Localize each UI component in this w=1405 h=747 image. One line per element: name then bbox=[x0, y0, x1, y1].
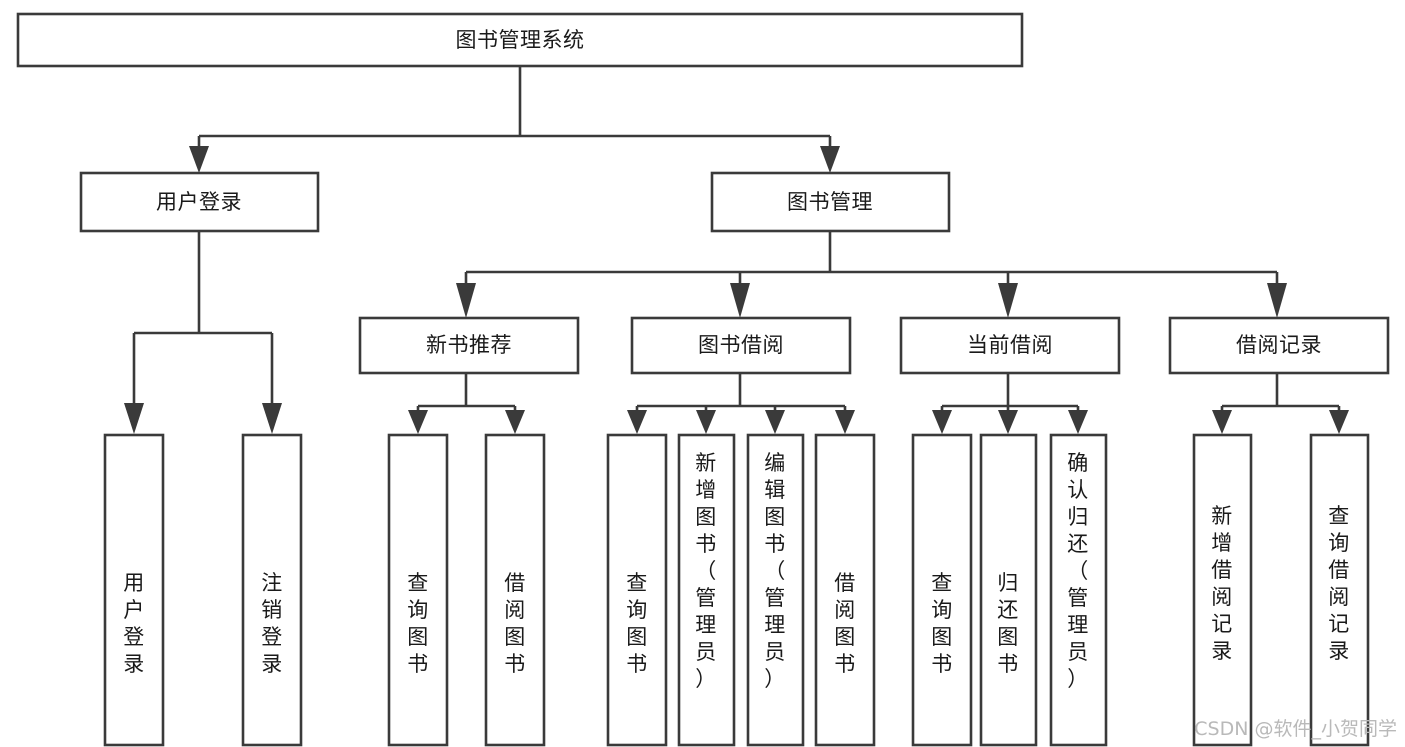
node-current-borrow-label: 当前借阅 bbox=[967, 333, 1053, 357]
node-leaf-borrow-book-1-label: 借阅图书 bbox=[504, 571, 526, 676]
connector-group-current-borrow bbox=[932, 373, 1088, 434]
node-user-login-box[interactable] bbox=[79, 171, 320, 233]
arrow-head-new-book-recommend bbox=[456, 283, 476, 318]
connector-group-borrow-record bbox=[1212, 373, 1349, 434]
arrow-head-book-manage bbox=[820, 146, 840, 173]
node-current-borrow-box[interactable] bbox=[899, 316, 1121, 375]
node-leaf-user-logout-label: 注销登录 bbox=[261, 571, 283, 676]
arrow-head-user-login bbox=[189, 146, 209, 173]
node-leaf-query-book-1[interactable]: 查询图书 bbox=[387, 433, 449, 747]
node-leaf-query-book-3-label: 查询图书 bbox=[931, 571, 953, 676]
node-book-manage-label: 图书管理 bbox=[787, 190, 873, 214]
node-leaf-borrow-book-2-label: 借阅图书 bbox=[834, 571, 856, 676]
node-borrow-record-box[interactable] bbox=[1168, 316, 1390, 375]
arrow-head-leaf-confirm-return bbox=[1068, 410, 1088, 434]
arrow-head-leaf-return-book bbox=[998, 410, 1018, 434]
node-leaf-user-logout[interactable]: 注销登录 bbox=[241, 433, 303, 747]
node-leaf-add-record-box[interactable] bbox=[1192, 433, 1253, 747]
node-leaf-user-login-label: 用户登录 bbox=[123, 571, 145, 676]
node-root-label: 图书管理系统 bbox=[456, 28, 585, 52]
node-leaf-add-book-label: 新增图书（管理员） bbox=[695, 451, 717, 691]
node-leaf-query-book-1-label: 查询图书 bbox=[407, 571, 429, 676]
node-leaf-user-login-box[interactable] bbox=[103, 433, 165, 747]
node-leaf-add-record-label: 新增借阅记录 bbox=[1211, 504, 1233, 663]
node-leaf-edit-book-box[interactable] bbox=[746, 433, 805, 747]
node-leaf-query-book-2[interactable]: 查询图书 bbox=[606, 433, 668, 747]
node-book-borrow-box[interactable] bbox=[630, 316, 852, 375]
node-leaf-add-book[interactable]: 新增图书（管理员） bbox=[677, 433, 736, 747]
node-leaf-add-book-box[interactable] bbox=[677, 433, 736, 747]
connector-group-user-login bbox=[124, 231, 282, 434]
node-leaf-confirm-return-label: 确认归还（管理员） bbox=[1067, 451, 1089, 691]
arrow-head-leaf-edit-book bbox=[765, 410, 785, 434]
node-new-book-recommend[interactable]: 新书推荐 bbox=[358, 316, 580, 375]
connector-group-book-manage bbox=[456, 231, 1287, 318]
node-book-borrow-label: 图书借阅 bbox=[698, 333, 784, 357]
node-user-login-label: 用户登录 bbox=[156, 190, 242, 214]
node-leaf-query-record[interactable]: 查询借阅记录 bbox=[1309, 433, 1370, 747]
node-leaf-query-book-2-box[interactable] bbox=[606, 433, 668, 747]
node-leaf-confirm-return[interactable]: 确认归还（管理员） bbox=[1049, 433, 1108, 747]
arrow-head-leaf-query-record bbox=[1329, 410, 1349, 434]
arrow-head-leaf-add-record bbox=[1212, 410, 1232, 434]
arrow-head-leaf-user-login bbox=[124, 403, 144, 434]
node-leaf-query-record-label: 查询借阅记录 bbox=[1328, 504, 1350, 663]
node-book-manage[interactable]: 图书管理 bbox=[710, 171, 951, 233]
arrow-head-leaf-user-logout bbox=[262, 403, 282, 434]
node-leaf-user-login[interactable]: 用户登录 bbox=[103, 433, 165, 747]
node-new-book-recommend-box[interactable] bbox=[358, 316, 580, 375]
node-leaf-return-book-label: 归还图书 bbox=[997, 571, 1019, 676]
node-current-borrow[interactable]: 当前借阅 bbox=[899, 316, 1121, 375]
node-leaf-query-book-3-box[interactable] bbox=[911, 433, 973, 747]
node-leaf-add-record[interactable]: 新增借阅记录 bbox=[1192, 433, 1253, 747]
arrow-head-leaf-borrow-book-2 bbox=[835, 410, 855, 434]
node-leaf-borrow-book-1[interactable]: 借阅图书 bbox=[484, 433, 546, 747]
arrow-head-book-borrow bbox=[730, 283, 750, 318]
node-root[interactable]: 图书管理系统 bbox=[16, 12, 1024, 68]
node-book-manage-box[interactable] bbox=[710, 171, 951, 233]
node-leaf-user-logout-box[interactable] bbox=[241, 433, 303, 747]
node-leaf-query-record-box[interactable] bbox=[1309, 433, 1370, 747]
node-book-borrow[interactable]: 图书借阅 bbox=[630, 316, 852, 375]
node-leaf-query-book-3[interactable]: 查询图书 bbox=[911, 433, 973, 747]
arrow-head-leaf-query-book-3 bbox=[932, 410, 952, 434]
connector-group-book-borrow bbox=[627, 373, 855, 434]
node-leaf-edit-book[interactable]: 编辑图书（管理员） bbox=[746, 433, 805, 747]
arrow-head-leaf-query-book-2 bbox=[627, 410, 647, 434]
node-user-login[interactable]: 用户登录 bbox=[79, 171, 320, 233]
node-leaf-borrow-book-2[interactable]: 借阅图书 bbox=[814, 433, 876, 747]
connector-group-new-book-recommend bbox=[408, 373, 525, 434]
node-leaf-return-book-box[interactable] bbox=[979, 433, 1038, 747]
arrow-head-leaf-query-book-1 bbox=[408, 410, 428, 434]
node-root-box[interactable] bbox=[16, 12, 1024, 68]
arrow-head-leaf-borrow-book-1 bbox=[505, 410, 525, 434]
node-leaf-borrow-book-2-box[interactable] bbox=[814, 433, 876, 747]
node-leaf-edit-book-label: 编辑图书（管理员） bbox=[764, 451, 786, 691]
node-leaf-return-book[interactable]: 归还图书 bbox=[979, 433, 1038, 747]
node-new-book-recommend-label: 新书推荐 bbox=[426, 333, 512, 357]
arrow-head-current-borrow bbox=[998, 283, 1018, 318]
node-borrow-record-label: 借阅记录 bbox=[1236, 333, 1322, 357]
arrow-head-leaf-add-book bbox=[696, 410, 716, 434]
node-leaf-query-book-1-box[interactable] bbox=[387, 433, 449, 747]
node-leaf-borrow-book-1-box[interactable] bbox=[484, 433, 546, 747]
arrow-head-borrow-record bbox=[1267, 283, 1287, 318]
connector-group-root bbox=[189, 66, 840, 173]
node-leaf-confirm-return-box[interactable] bbox=[1049, 433, 1108, 747]
node-borrow-record[interactable]: 借阅记录 bbox=[1168, 316, 1390, 375]
node-leaf-query-book-2-label: 查询图书 bbox=[626, 571, 648, 676]
